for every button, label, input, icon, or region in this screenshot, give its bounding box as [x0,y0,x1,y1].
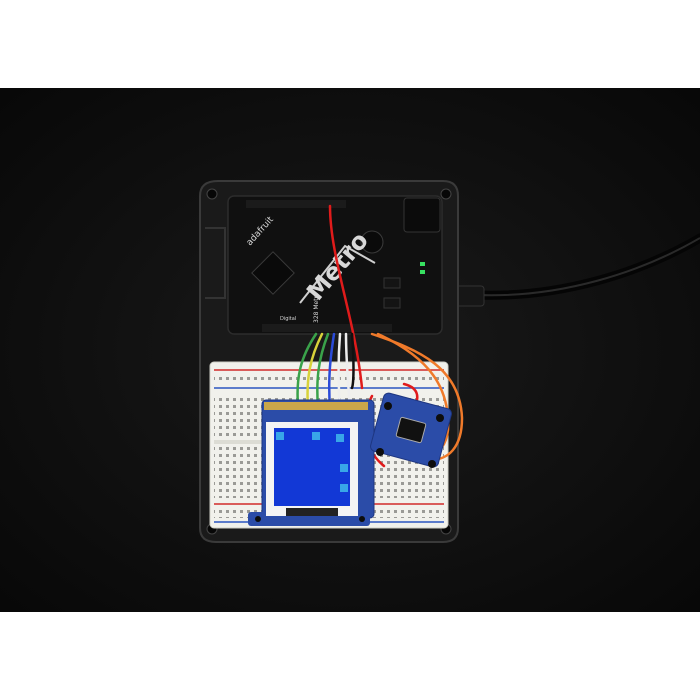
tft-display-module [248,399,375,526]
product-photo: Metro adafruit 328 Metro Digital [0,88,700,612]
microcontroller-chip [251,251,295,295]
header-label: Digital [280,316,296,322]
led-green [420,262,425,266]
sensor-breakout [370,392,452,468]
jumper-wires [296,204,464,468]
power-jack [403,197,441,233]
chip-text: 328 Metro [313,292,320,323]
metro-board: Metro adafruit 328 Metro Digital [227,195,443,335]
